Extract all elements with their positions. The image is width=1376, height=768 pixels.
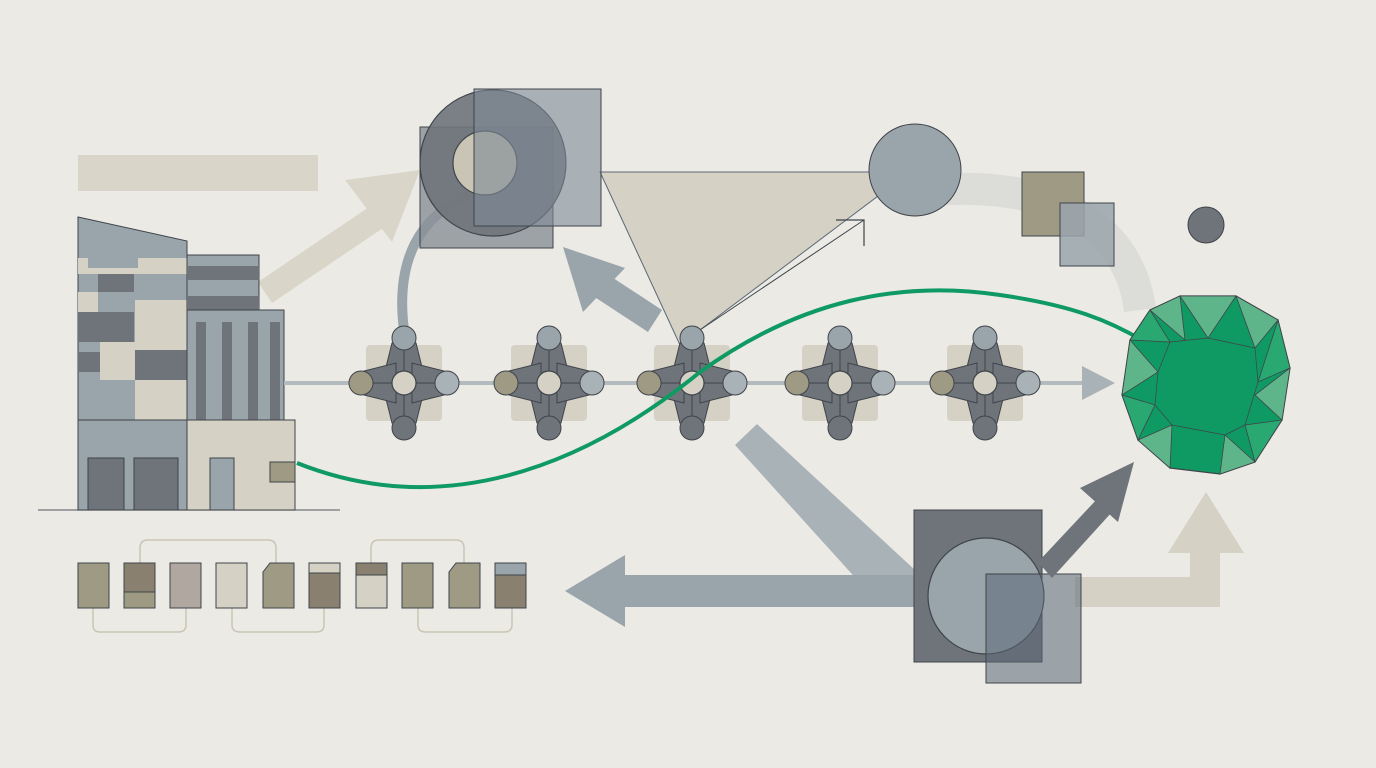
pointer-line bbox=[681, 219, 865, 343]
swatch-3 bbox=[169, 562, 202, 609]
swatch-10-band bbox=[494, 562, 527, 576]
top-cluster bbox=[419, 88, 602, 249]
bottom-cluster bbox=[913, 509, 1082, 684]
pointer-head bbox=[836, 219, 865, 246]
dark-dot bbox=[1187, 206, 1225, 244]
beige-triangle bbox=[599, 171, 912, 346]
swatch-4 bbox=[215, 562, 248, 609]
slate-square bbox=[1059, 202, 1115, 267]
swatches bbox=[77, 562, 527, 609]
slate-circle bbox=[868, 123, 962, 217]
building bbox=[38, 216, 340, 511]
beige-arrow-up-right bbox=[1075, 492, 1244, 607]
green-curve bbox=[296, 288, 1152, 489]
swatch-8 bbox=[401, 562, 434, 609]
gray-arrow-left bbox=[565, 555, 920, 627]
swatch-6-band bbox=[308, 562, 341, 574]
gray-diagonal-band bbox=[735, 424, 915, 605]
swatch-5 bbox=[262, 562, 295, 609]
gray-arrow-up-left bbox=[563, 247, 662, 332]
beige-bar bbox=[78, 155, 318, 191]
green-polyhedron bbox=[1121, 295, 1291, 475]
swatch-2-band bbox=[123, 591, 156, 609]
swatch-1 bbox=[77, 562, 110, 609]
pipeline-arrowhead bbox=[1082, 366, 1115, 400]
dark-arrow-up-right bbox=[1038, 462, 1134, 578]
beige-arrow-up bbox=[258, 170, 420, 303]
swatch-9 bbox=[448, 562, 481, 609]
swatch-7-band bbox=[355, 562, 388, 576]
swatch-connectors bbox=[92, 539, 513, 633]
